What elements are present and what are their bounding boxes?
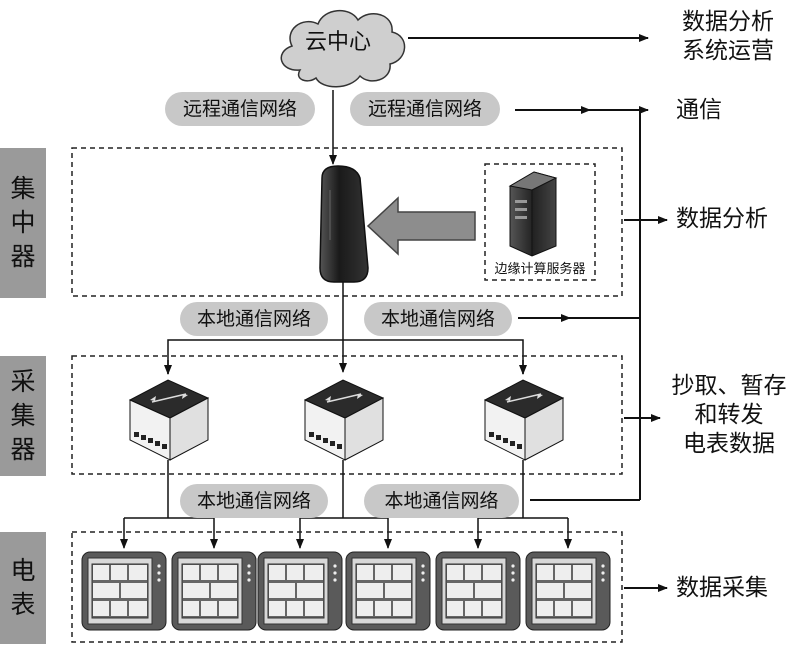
cloud-icon bbox=[280, 10, 406, 88]
side-label-char: 器 bbox=[10, 435, 36, 464]
edge-server-label: 边缘计算服务器 bbox=[494, 262, 586, 277]
side-label-collector: 采 集 器 bbox=[0, 356, 46, 476]
local-network-label: 本地通信网络 bbox=[180, 484, 328, 518]
local-network-label: 本地通信网络 bbox=[364, 302, 512, 336]
side-label-char: 表 bbox=[10, 590, 36, 619]
meter-device-icon bbox=[257, 551, 343, 631]
label-line: 系统运营 bbox=[682, 38, 774, 64]
meter-function-label: 数据采集 bbox=[676, 575, 768, 601]
local-network-label: 本地通信网络 bbox=[180, 302, 328, 336]
side-label-char: 集 bbox=[10, 401, 36, 430]
local-network-label: 本地通信网络 bbox=[364, 484, 519, 518]
collector-device-icon bbox=[128, 379, 210, 461]
side-label-concentrator: 集 中 器 bbox=[0, 148, 46, 298]
cloud-center-label: 云中心 bbox=[305, 30, 372, 55]
side-label-char: 中 bbox=[10, 208, 36, 237]
meter-device-icon bbox=[171, 551, 257, 631]
edge-server-icon bbox=[508, 171, 558, 257]
label-line: 和转发 bbox=[694, 402, 764, 428]
cloud-function-label: 数据分析 系统运营 bbox=[668, 8, 788, 66]
communication-label: 通信 bbox=[676, 97, 722, 123]
concentrator-function-label: 数据分析 bbox=[676, 206, 768, 232]
label-line: 电表数据 bbox=[683, 431, 775, 457]
collector-device-icon bbox=[303, 379, 385, 461]
remote-network-label: 远程通信网络 bbox=[165, 92, 315, 126]
label-line: 抄取、暂存 bbox=[671, 373, 787, 399]
side-label-char: 集 bbox=[10, 174, 36, 203]
meter-device-icon bbox=[81, 551, 167, 631]
remote-network-label: 远程通信网络 bbox=[350, 92, 500, 126]
meter-device-icon bbox=[345, 551, 431, 631]
data-flow-arrow-icon bbox=[366, 196, 476, 256]
side-label-meter: 电 表 bbox=[0, 532, 46, 644]
side-label-char: 采 bbox=[10, 367, 36, 396]
collector-device-icon bbox=[483, 379, 565, 461]
concentrator-device-icon bbox=[319, 165, 369, 283]
collector-function-label: 抄取、暂存 和转发 电表数据 bbox=[664, 372, 794, 459]
meter-device-icon bbox=[525, 551, 611, 631]
side-label-char: 器 bbox=[10, 242, 36, 271]
label-line: 数据分析 bbox=[682, 9, 774, 35]
meter-device-icon bbox=[435, 551, 521, 631]
side-label-char: 电 bbox=[10, 556, 36, 585]
